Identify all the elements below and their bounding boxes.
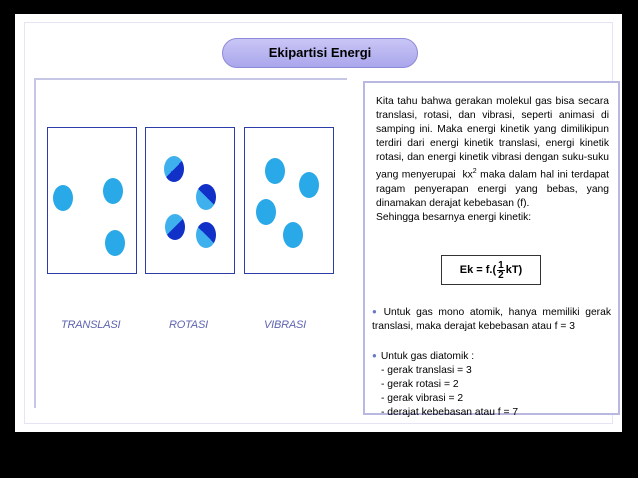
diatomic-bullet: ●Untuk gas diatomik : - gerak translasi … <box>372 349 611 420</box>
diatomic-item: - gerak translasi = 3 <box>381 365 472 377</box>
diatomic-heading: Untuk gas diatomik : <box>380 351 475 362</box>
label-translasi: TRANSLASI <box>61 319 121 331</box>
molecule <box>256 199 276 225</box>
label-vibrasi: VIBRASI <box>264 319 307 331</box>
label-rotasi: ROTASI <box>169 319 208 331</box>
vibration-box <box>244 127 334 274</box>
molecule <box>283 222 303 248</box>
rotating-molecule <box>164 156 184 182</box>
bullet-icon: ● <box>372 307 380 316</box>
rotating-molecule <box>196 184 216 210</box>
slide: Ekipartisi Energi TRANSLASI ROTASI VIBRA… <box>24 22 620 424</box>
formula-prefix: Ek = f.( <box>459 264 497 276</box>
kinetic-energy-intro: Sehingga besarnya energi kinetik: <box>376 212 532 224</box>
kx-term: kx <box>462 169 473 181</box>
explanation-text: Kita tahu bahwa gerakan molekul gas bisa… <box>376 95 609 225</box>
molecule <box>299 172 319 198</box>
slide-title: Ekipartisi Energi <box>222 38 418 68</box>
molecule <box>105 230 125 256</box>
molecule <box>265 158 285 184</box>
fraction-numerator: 1 <box>497 259 505 271</box>
slide-frame: Ekipartisi Energi TRANSLASI ROTASI VIBRA… <box>15 14 622 432</box>
molecule <box>103 178 123 204</box>
molecule <box>53 185 73 211</box>
rest-text: maka dalam hal ini terdapat ragam penyer… <box>376 169 609 210</box>
translation-box <box>47 127 137 274</box>
diatomic-item: - gerak vibrasi = 2 <box>381 393 464 405</box>
diatomic-item: - gerak rotasi = 2 <box>381 379 459 391</box>
diatomic-item: - derajat kebebasan atau f = 7 <box>381 407 519 419</box>
rotation-box <box>145 127 235 274</box>
formula-suffix: kT) <box>505 264 523 276</box>
kx-exponent: 2 <box>472 168 477 176</box>
intro-text: Kita tahu bahwa gerakan molekul gas bisa… <box>376 96 609 181</box>
rotating-molecule <box>165 214 185 240</box>
fraction-denominator: 2 <box>498 269 504 281</box>
monoatomic-text: Untuk gas mono atomik, hanya memiliki ge… <box>372 307 611 333</box>
bullet-icon: ● <box>372 351 377 360</box>
monoatomic-bullet: ●Untuk gas mono atomik, hanya memiliki g… <box>372 305 611 334</box>
rotating-molecule <box>196 222 216 248</box>
explanation-panel: Kita tahu bahwa gerakan molekul gas bisa… <box>363 81 620 418</box>
